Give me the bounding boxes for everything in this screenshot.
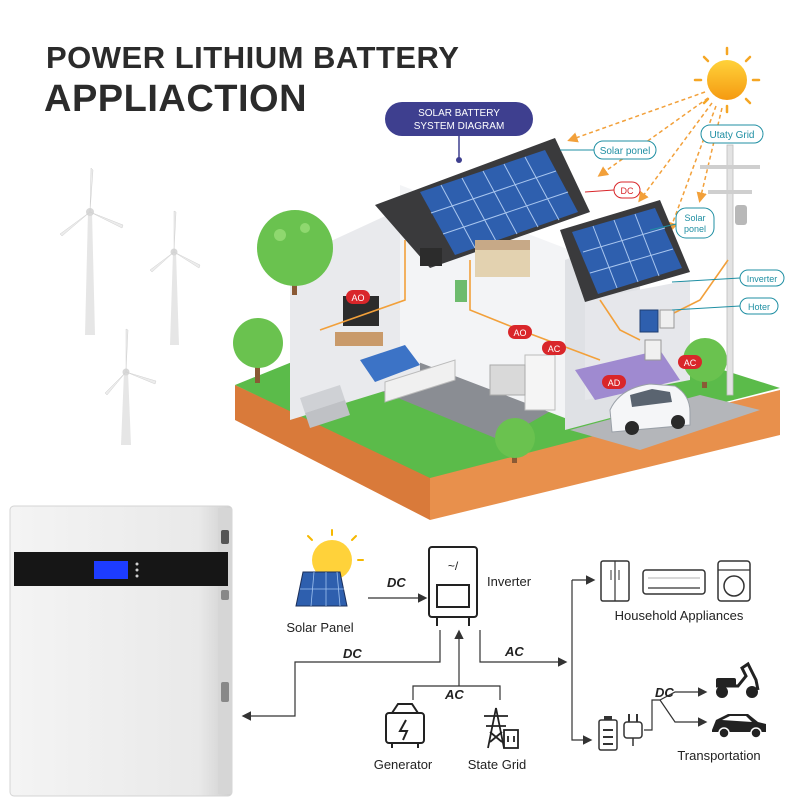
wall-battery [9, 505, 233, 797]
page-title-line1: POWER LITHIUM BATTERY [46, 40, 460, 75]
wind-turbine-icon [104, 328, 157, 445]
callout-utility-grid: Utaty Grid [709, 130, 754, 141]
tree-icon [495, 418, 535, 463]
scooter-icon [716, 661, 760, 698]
battery-icon [598, 716, 618, 751]
house-callouts: Solar ponel DC Solar ponel Utaty Grid In… [346, 124, 785, 389]
tree-icon [233, 318, 283, 383]
label-generator: Generator [374, 757, 433, 772]
label-state-grid: State Grid [468, 757, 527, 772]
callout-heater: Hoter [748, 302, 770, 312]
callout-solar-panel: Solar ponel [600, 146, 651, 157]
plug-icon [623, 714, 643, 746]
car-icon [609, 383, 691, 435]
wind-turbine-icon [149, 210, 201, 345]
svg-text:~/: ~/ [448, 559, 459, 573]
refrigerator-icon [600, 560, 630, 602]
callout-ao-2: AO [513, 328, 526, 338]
label-solar-panel: Solar Panel [286, 620, 353, 635]
house-diagram [233, 138, 780, 520]
wind-turbine-icon [59, 167, 124, 335]
label-dc-battery: DC [343, 646, 362, 661]
label-household: Household Appliances [615, 608, 744, 623]
callout-inverter: Inverter [747, 274, 778, 284]
power-tower-icon [484, 707, 519, 749]
wind-turbines [59, 167, 201, 445]
generator-icon [385, 703, 425, 748]
air-conditioner-icon [642, 569, 706, 595]
label-ac-in: AC [444, 687, 464, 702]
callout-ao-1: AO [351, 293, 364, 303]
badge-line1: SOLAR BATTERY [418, 108, 500, 119]
callout-ac-2: AC [684, 358, 697, 368]
flow-diagram: Solar Panel ~/ Inverter DC DC AC AC [241, 529, 766, 772]
car-icon [712, 714, 766, 739]
callout-dc: DC [621, 186, 634, 196]
label-inverter: Inverter [487, 574, 532, 589]
badge-line2: SYSTEM DIAGRAM [414, 121, 505, 132]
washing-machine-icon [717, 560, 751, 602]
system-diagram-badge: SOLAR BATTERY SYSTEM DIAGRAM [385, 102, 533, 163]
utility-pole-icon [700, 144, 760, 396]
tree-icon [257, 210, 333, 295]
solar-panel-icon [295, 529, 364, 607]
label-ac-out: AC [504, 644, 524, 659]
callout-solar-panel2-line2: ponel [684, 224, 706, 234]
label-dc-transport: DC [655, 685, 674, 700]
label-transportation: Transportation [677, 748, 760, 763]
battery-lcd-screen [94, 561, 128, 579]
callout-solar-panel2-line1: Solar [684, 213, 705, 223]
label-dc-solar: DC [387, 575, 406, 590]
tree-icon [683, 338, 727, 388]
sun-icon [693, 46, 761, 114]
callout-ac-1: AC [548, 344, 561, 354]
page-title-line2: APPLIACTION [44, 78, 308, 120]
callout-ad: AD [608, 378, 621, 388]
inverter-icon: ~/ [428, 546, 478, 626]
